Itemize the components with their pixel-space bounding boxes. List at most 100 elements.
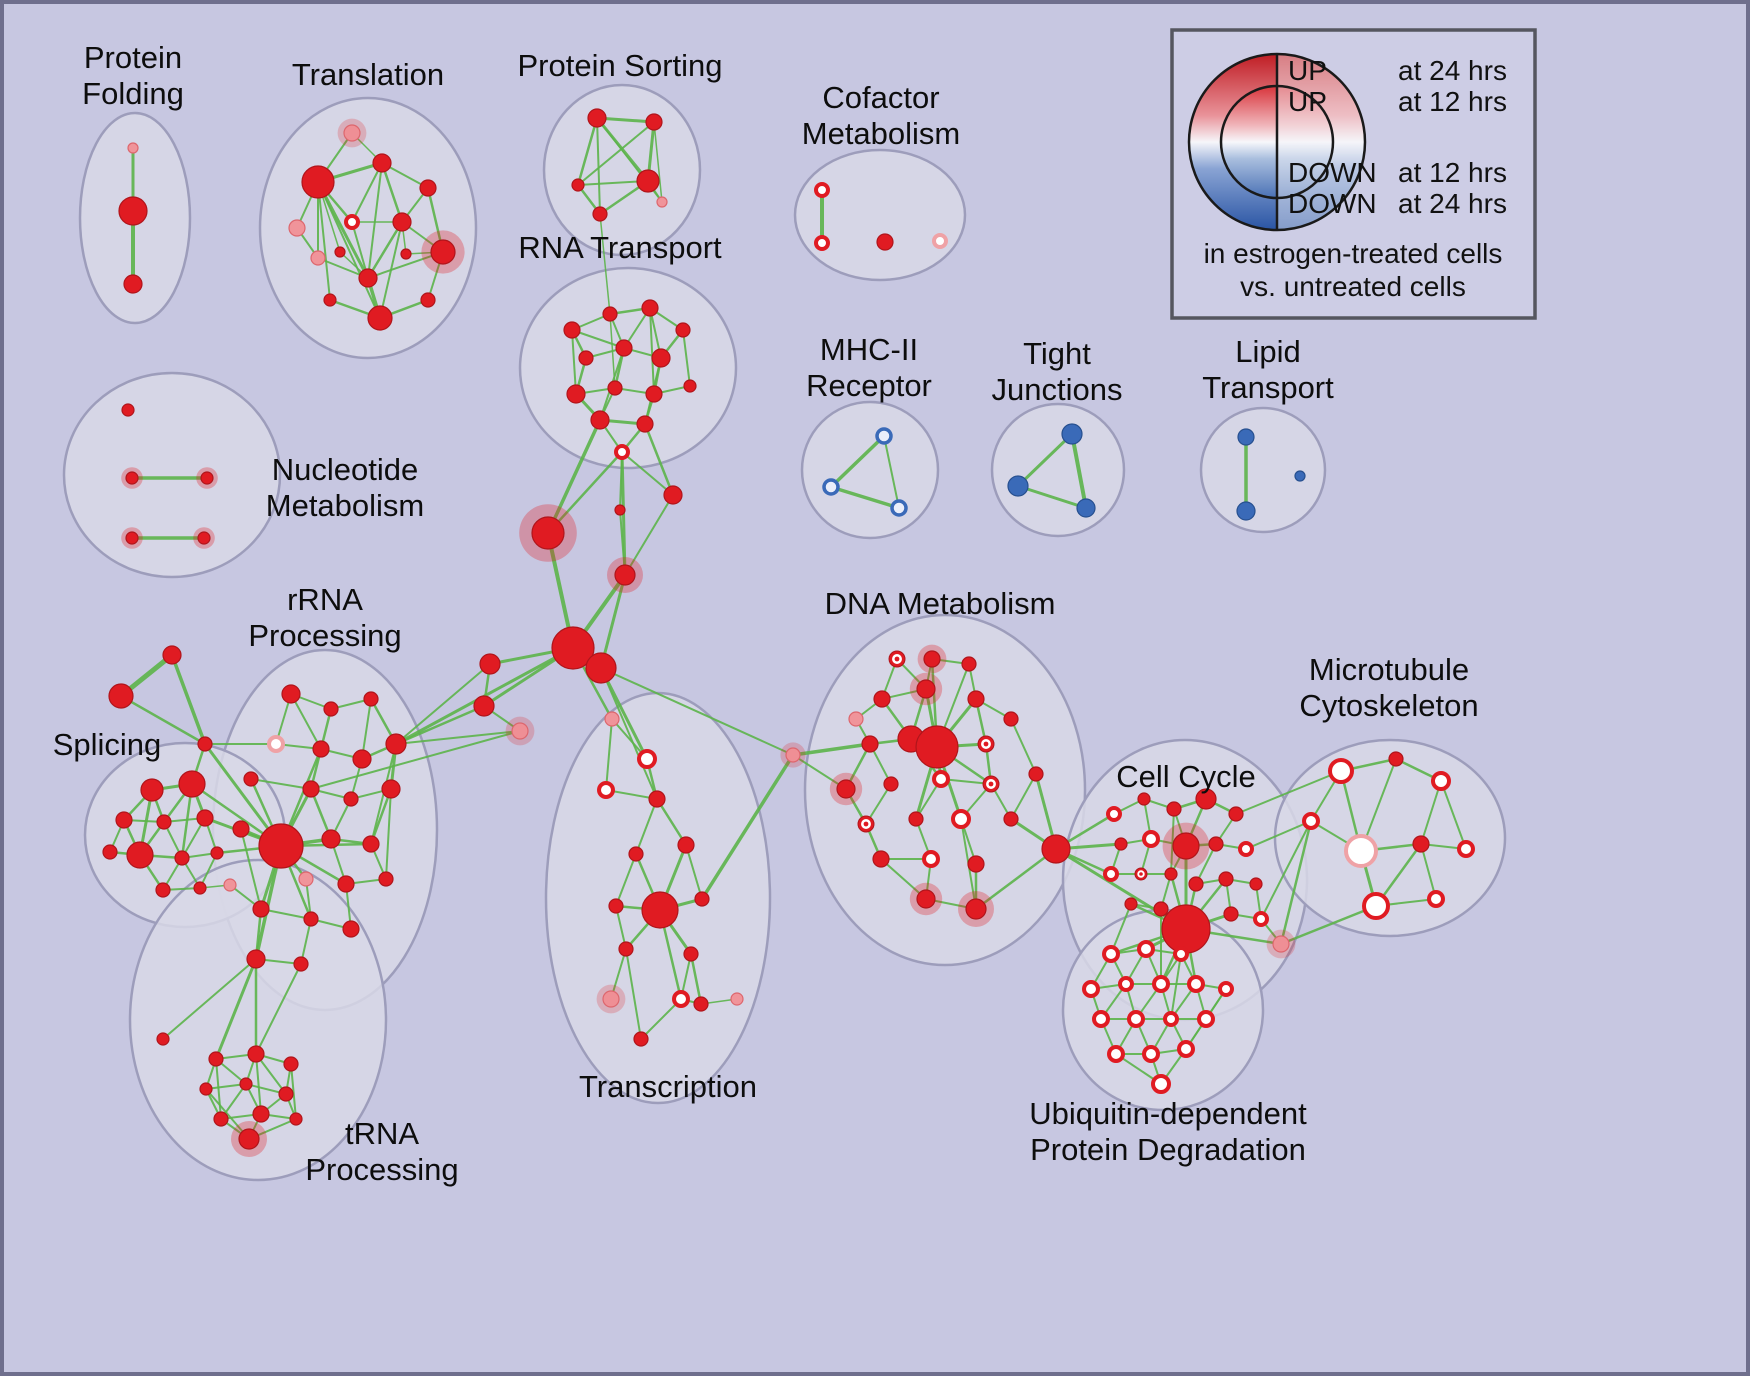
edge (610, 948, 627, 1000)
node (125, 471, 139, 485)
cluster-tight-junctions (990, 402, 1126, 538)
node (247, 1045, 265, 1063)
node (693, 996, 709, 1012)
node (108, 683, 134, 709)
node (1187, 975, 1205, 993)
legend-right-fade (1277, 54, 1365, 230)
edge (619, 509, 626, 576)
legend-time-3: at 24 hrs (1398, 188, 1507, 219)
cluster-label-protein-sorting: Protein Sorting (517, 48, 722, 83)
node (563, 321, 581, 339)
legend-direction-1: UP (1288, 86, 1327, 117)
edge (599, 573, 627, 670)
node (1137, 792, 1151, 806)
node (334, 246, 346, 258)
edge (829, 434, 886, 489)
node (301, 165, 335, 199)
node (196, 809, 214, 827)
node (1228, 806, 1244, 822)
edge (1420, 780, 1442, 845)
node (683, 946, 699, 962)
edge (300, 918, 312, 965)
node (587, 108, 607, 128)
node (1412, 835, 1430, 853)
node (876, 233, 894, 251)
edge (685, 844, 703, 900)
node (1177, 1040, 1195, 1058)
edge (625, 948, 642, 1040)
node (677, 836, 695, 854)
edge (596, 117, 601, 215)
legend-time-1: at 12 hrs (1398, 86, 1507, 117)
node (246, 949, 266, 969)
edge (1420, 843, 1437, 900)
edge (624, 494, 674, 576)
node (258, 823, 304, 869)
node (861, 735, 879, 753)
edge (649, 307, 655, 395)
node (252, 900, 270, 918)
node (814, 235, 830, 251)
edge (615, 853, 637, 907)
node (590, 410, 610, 430)
node (1218, 871, 1234, 887)
edge (395, 663, 491, 745)
node (932, 233, 948, 249)
cluster-label-translation: Translation (292, 57, 444, 92)
node (648, 790, 666, 808)
node (162, 645, 182, 665)
edge (385, 788, 392, 880)
node (602, 306, 618, 322)
node (597, 781, 615, 799)
node (872, 850, 890, 868)
node (298, 871, 314, 887)
edge (1010, 773, 1037, 820)
node (267, 735, 285, 753)
edge (1070, 432, 1088, 510)
node (343, 791, 359, 807)
node (675, 322, 691, 338)
node (602, 990, 620, 1008)
legend-caption-1: vs. untreated cells (1240, 271, 1466, 302)
cluster-microtubule (1273, 738, 1507, 938)
node (614, 444, 630, 460)
node (115, 811, 133, 829)
node (1142, 830, 1160, 848)
cluster-translation (258, 96, 478, 360)
node (381, 779, 401, 799)
node (875, 427, 893, 445)
edge (689, 952, 703, 1006)
node (672, 990, 690, 1008)
node (208, 1051, 224, 1067)
cluster-cofactor (793, 148, 967, 282)
edge (600, 667, 794, 756)
node (1362, 892, 1390, 920)
edge (215, 1058, 222, 1120)
edge (599, 213, 611, 315)
node (178, 770, 206, 798)
node (193, 881, 207, 895)
edge (883, 435, 900, 509)
edge (655, 797, 688, 847)
node (1092, 1010, 1110, 1028)
node (890, 499, 908, 517)
node (967, 690, 985, 708)
node (1082, 980, 1100, 998)
node (1223, 906, 1239, 922)
edge (974, 847, 1058, 911)
node (932, 770, 950, 788)
edge (682, 329, 691, 387)
node (321, 829, 341, 849)
node (694, 891, 710, 907)
cluster-protein-sorting (542, 83, 702, 257)
edge (1170, 953, 1182, 1020)
edge (205, 1083, 247, 1090)
node (873, 690, 891, 708)
node (1173, 946, 1189, 962)
edge (605, 718, 613, 791)
edge (1010, 718, 1037, 775)
node-center-dot (983, 741, 989, 747)
